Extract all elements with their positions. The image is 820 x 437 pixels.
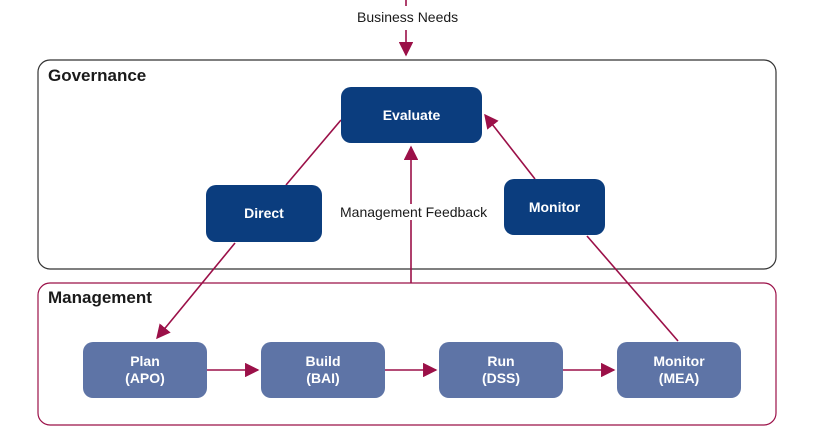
run-code: (DSS) bbox=[481, 370, 521, 386]
evaluate-box: Evaluate bbox=[341, 87, 482, 143]
plan-box: Plan (APO) bbox=[83, 342, 207, 398]
mea-box: Monitor (MEA) bbox=[617, 342, 741, 398]
monitor-label: Monitor bbox=[528, 198, 581, 215]
management-feedback-label: Management Feedback bbox=[338, 204, 490, 220]
management-title: Management bbox=[48, 288, 152, 307]
plan-name: Plan bbox=[130, 353, 160, 369]
monitor-evaluate-arrow bbox=[484, 113, 536, 180]
mea-name: Monitor bbox=[653, 353, 705, 369]
evaluate-direct-connector bbox=[285, 119, 342, 186]
business-needs-label: Business Needs bbox=[356, 9, 460, 25]
direct-plan-arrow bbox=[156, 242, 236, 340]
governance-title: Governance bbox=[48, 66, 147, 85]
build-box: Build (BAI) bbox=[261, 342, 385, 398]
run-name: Run bbox=[487, 353, 515, 369]
governance-frame bbox=[37, 59, 777, 270]
build-code: (BAI) bbox=[306, 370, 340, 386]
direct-label: Direct bbox=[244, 205, 284, 221]
mea-code: (MEA) bbox=[658, 370, 700, 386]
monitor-box: Monitor bbox=[504, 179, 605, 235]
plan-code: (APO) bbox=[125, 370, 165, 386]
mea-monitor-connector bbox=[586, 235, 679, 342]
direct-box: Direct bbox=[206, 185, 322, 242]
run-box: Run (DSS) bbox=[439, 342, 563, 398]
build-name: Build bbox=[305, 353, 341, 369]
evaluate-label: Evaluate bbox=[382, 106, 441, 123]
management-frame bbox=[37, 282, 777, 426]
